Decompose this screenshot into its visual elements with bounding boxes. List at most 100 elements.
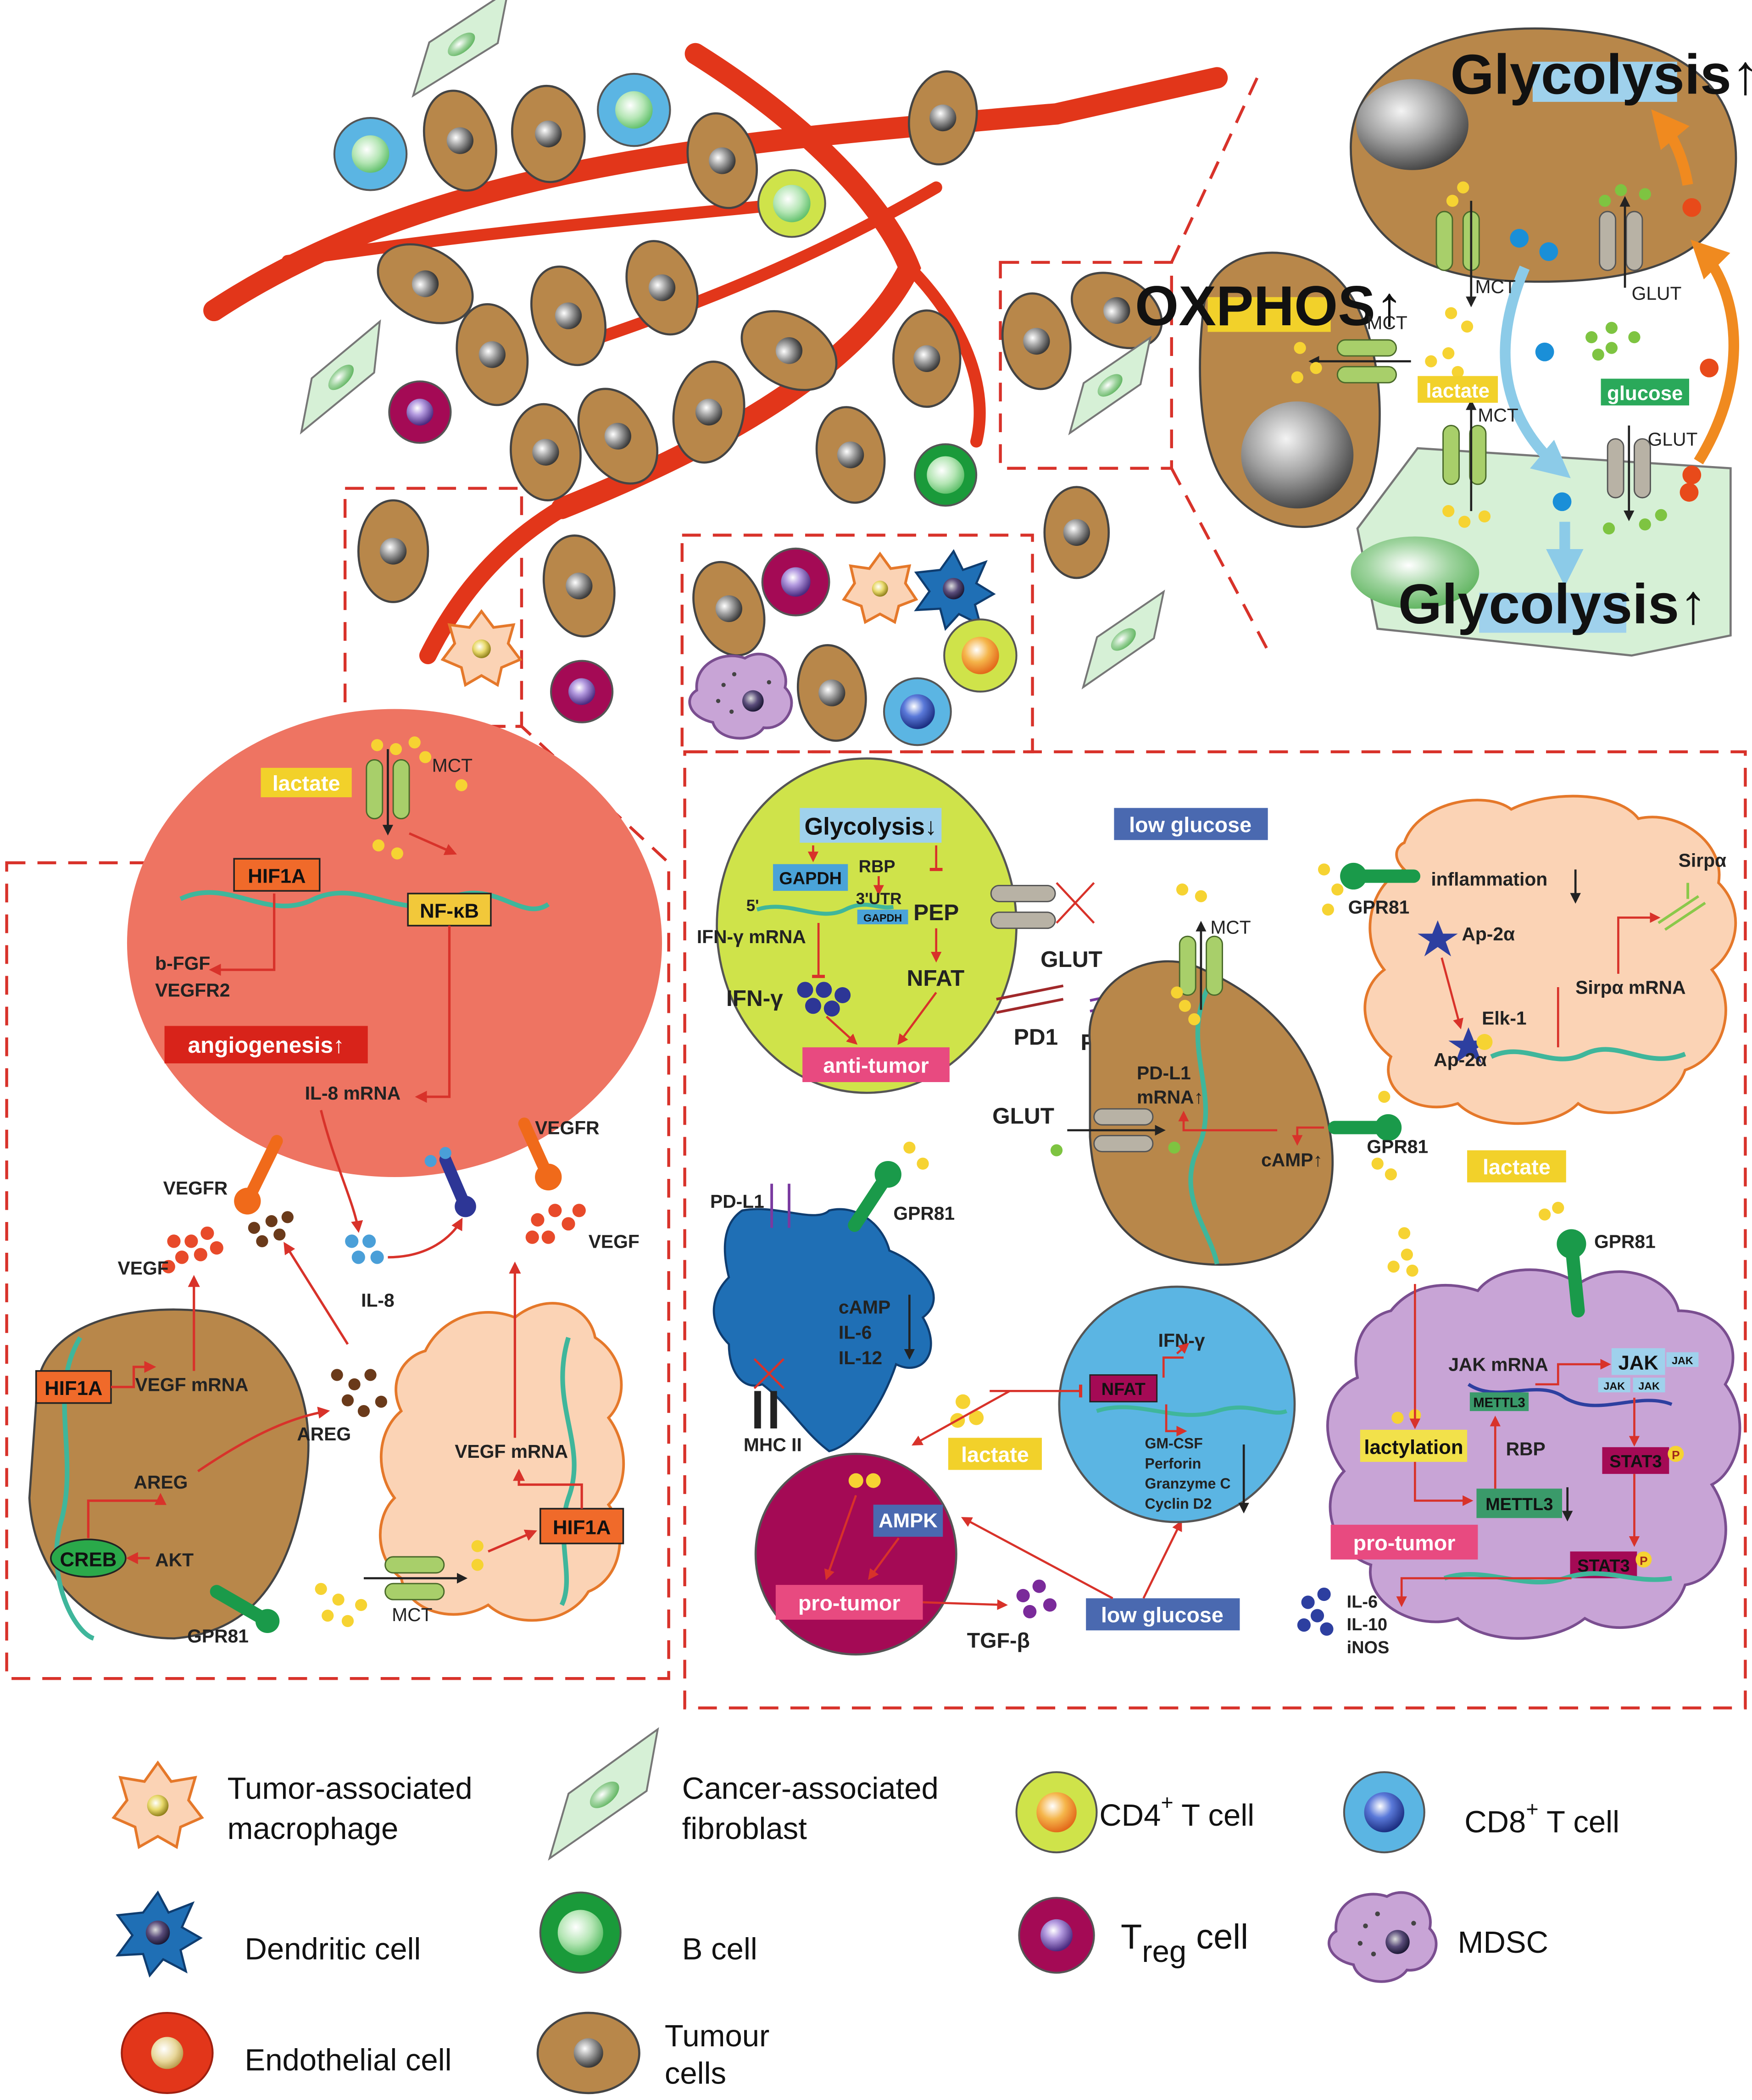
glut-label: GLUT: [1648, 428, 1698, 450]
tgfb-label: TGF-β: [967, 1628, 1030, 1652]
il10-label: IL-10: [1347, 1615, 1387, 1634]
mct-label: MCT: [1367, 312, 1407, 333]
legend: Tumor-associated macrophage Cancer-assoc…: [111, 1727, 1619, 2094]
glut-channel: [990, 884, 1056, 929]
mct-channel: [1442, 425, 1487, 485]
stat3-label: STAT3: [1609, 1452, 1662, 1472]
legend-treg-icon: [1018, 1897, 1095, 1974]
il6-label-mdsc: IL-6: [1347, 1593, 1378, 1612]
glut-channel: [1093, 1108, 1154, 1153]
areg-label-tumour: AREG: [134, 1472, 188, 1493]
glut-label: GLUT: [1632, 283, 1682, 304]
angiogenesis-label: angiogenesis↑: [188, 1032, 344, 1058]
legend-treg-label: Treg cell: [1121, 1917, 1248, 1969]
mct-channel: [384, 1556, 445, 1600]
legend-cd8-label: CD8+ T cell: [1464, 1797, 1619, 1839]
pdl1-mrna-label-2: mRNA↑: [1137, 1087, 1203, 1108]
gpr81-label: GPR81: [187, 1625, 249, 1646]
gapdh-label: GAPDH: [779, 869, 842, 889]
jak-small-label: JAK: [1672, 1355, 1693, 1367]
gpr81-receptor: [1557, 1229, 1586, 1318]
mct-label: MCT: [1210, 917, 1251, 938]
vegf-mrna-label-tam: VEGF mRNA: [455, 1441, 568, 1462]
pdl1-label-dc: PD-L1: [710, 1191, 764, 1212]
legend-endo-icon: [121, 2011, 214, 2094]
gpr81-label: GPR81: [893, 1203, 955, 1224]
vegf-mrna-label-tumour: VEGF mRNA: [135, 1374, 248, 1395]
legend-tam-icon: [111, 1760, 204, 1850]
ap2a-label: Ap-2α: [1462, 923, 1515, 944]
tumour-cells-top: [357, 70, 1163, 742]
hif1a-box-tam: HIF1A: [553, 1516, 611, 1539]
mct-label: MCT: [392, 1604, 432, 1625]
il8-mrna-label: IL-8 mRNA: [305, 1083, 401, 1104]
bfgf-label: b-FGF: [155, 953, 210, 974]
legend-bcell-label: B cell: [682, 1932, 757, 1966]
blue-metabolite-dots: [1510, 229, 1572, 511]
inflammation-label: inflammation: [1431, 868, 1547, 889]
legend-caf-label-1: Cancer-associated: [682, 1772, 939, 1806]
glycolysis-up-label-top: Glycolysis↑: [1450, 43, 1752, 106]
pd1-receptor: [996, 984, 1064, 1014]
legend-caf-icon: [548, 1727, 659, 1861]
gmcsf-label: GM-CSF: [1145, 1435, 1202, 1452]
jak-label: JAK: [1618, 1352, 1658, 1374]
lactate-tag-right: lactate: [1483, 1155, 1551, 1179]
glut-label-tumour: GLUT: [992, 1103, 1054, 1128]
lactate-tag-left: lactate: [273, 771, 340, 795]
immune-cells-top: [333, 72, 1018, 746]
mct-channel: [1336, 339, 1397, 383]
gpr81-label: GPR81: [1594, 1231, 1656, 1252]
glycolysis-up-label-bottom: Glycolysis↑: [1398, 572, 1708, 635]
metabolic-symbiosis-panel: Glycolysis↑ Glycolysis↑ OXPHOS↑ lactate …: [1135, 27, 1752, 657]
jak-mrna-label: JAK mRNA: [1448, 1354, 1548, 1375]
anti-tumor-label: anti-tumor: [823, 1054, 929, 1078]
perforin-label: Perforin: [1145, 1455, 1201, 1472]
mct-channel: [1179, 935, 1224, 996]
pep-label: PEP: [913, 900, 959, 925]
creb-label: CREB: [60, 1548, 117, 1571]
vegfr-label: VEGFR: [163, 1178, 228, 1199]
legend-dc-icon: [115, 1890, 203, 1978]
lactate-tag-bottom: lactate: [961, 1443, 1029, 1467]
pdl1-mrna-label-1: PD-L1: [1137, 1062, 1191, 1083]
il8-receptor: [439, 1153, 476, 1217]
il8-label: IL-8: [361, 1290, 395, 1311]
ifng-label-cd4: IFN-γ: [726, 985, 783, 1011]
legend-endo-label: Endothelial cell: [245, 2043, 451, 2077]
gpr81-receptor: [1328, 1114, 1402, 1141]
angiogenesis-panel: lactate MCT HIF1A NF-κB b-FGF VEGFR2 ang…: [28, 709, 662, 1646]
mct-channel: [366, 759, 410, 820]
legend-cd8-icon: [1343, 1771, 1425, 1854]
mhc2-label: MHC II: [744, 1434, 802, 1456]
camp-up-label: cAMP↑: [1261, 1150, 1323, 1171]
vegfr2-label: VEGFR2: [155, 979, 230, 1000]
lactylation-label: lactylation: [1364, 1436, 1463, 1458]
hif1a-box-endothelial: HIF1A: [248, 865, 306, 888]
legend-mdsc-icon: [1328, 1891, 1438, 1983]
sirpa-mrna-label: Sirpα mRNA: [1575, 977, 1685, 998]
pro-tumor-label-treg: pro-tumor: [798, 1591, 901, 1615]
phospho-label: P: [1672, 1448, 1680, 1462]
sirpa-label: Sirpα: [1679, 850, 1726, 871]
legend-caf-label-2: fibroblast: [682, 1811, 807, 1846]
cyclin-label: Cyclin D2: [1145, 1495, 1212, 1512]
pdl1-receptor: [770, 1183, 790, 1228]
legend-tam-label-1: Tumor-associated: [228, 1772, 473, 1806]
pro-tumor-label-mdsc: pro-tumor: [1353, 1531, 1456, 1555]
sirpa-receptor: [1657, 883, 1706, 931]
pd1-label: PD1: [1014, 1024, 1058, 1050]
legend-dc-label: Dendritic cell: [245, 1932, 421, 1966]
orange-metabolite-dots: [1680, 198, 1719, 502]
jak-small-label: JAK: [1638, 1380, 1660, 1392]
jak-small-label: JAK: [1603, 1380, 1625, 1392]
legend-tumour-label-1: Tumour: [665, 2019, 770, 2053]
glut-label-cd4: GLUT: [1040, 946, 1102, 972]
inos-label: iNOS: [1347, 1638, 1390, 1657]
legend-tumour-label-2: cells: [665, 2056, 726, 2091]
three-utr-label: 3'UTR: [856, 890, 902, 908]
granzyme-label: Granzyme C: [1145, 1475, 1230, 1492]
gapdh-small-label: GAPDH: [863, 912, 902, 924]
gpr81-label: GPR81: [1348, 897, 1410, 918]
phospho-label: P: [1640, 1554, 1648, 1567]
